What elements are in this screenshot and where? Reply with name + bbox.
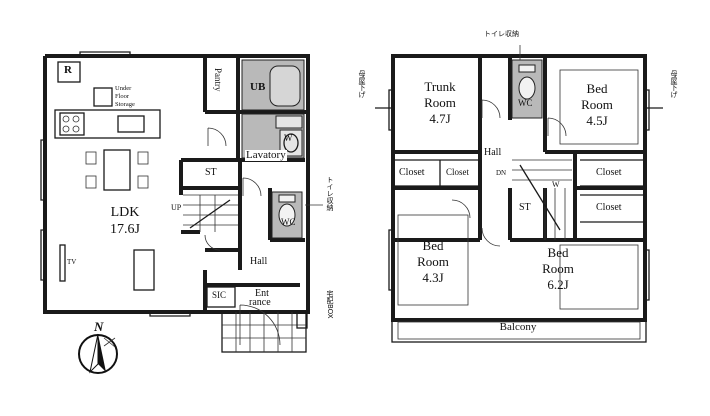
- stair-1f: [183, 194, 238, 232]
- bed-room-ne-label-2: Room: [581, 97, 613, 112]
- toilet-storage-annotation-1f: トイレ収納: [326, 176, 334, 211]
- entrance-label-line1: Ent: [255, 288, 269, 299]
- sofa: [133, 249, 155, 291]
- kitchen-counter: [54, 109, 161, 139]
- sic-label: SIC: [212, 290, 227, 300]
- bed-outline-se: [559, 244, 639, 310]
- balcony-rail: [391, 319, 647, 343]
- bed-room-sw-label-2: Room: [417, 254, 449, 269]
- closet-label-4: Closet: [596, 202, 622, 213]
- dn-mark: DN: [496, 169, 507, 177]
- entrance-label-line2: rance: [249, 297, 271, 308]
- dining-set: [85, 149, 149, 191]
- closet-label-1: Closet: [399, 167, 425, 178]
- trunk-room-label-1: Trunk: [424, 79, 456, 94]
- ldk-size: 17.6J: [110, 222, 140, 237]
- under-floor-storage-label-1: Under: [115, 85, 132, 92]
- trunk-room-size: 4.7J: [429, 111, 451, 126]
- balcony-label: Balcony: [499, 321, 537, 333]
- toilet-storage-annotation-2f: トイレ収納: [484, 30, 519, 38]
- compass-north-label: N: [94, 319, 104, 334]
- eave-annotation-right: 母屋下げ: [670, 70, 678, 98]
- tv-label: TV: [67, 258, 77, 266]
- delivery-box-annotation: 宅配BOX: [326, 290, 334, 319]
- bed-room-sw-label-1: Bed: [422, 238, 444, 253]
- up-mark: UP: [171, 203, 182, 212]
- entrance-porch: [221, 311, 307, 353]
- under-floor-storage-hatch: [93, 87, 113, 107]
- bed-room-ne-size: 4.5J: [586, 113, 608, 128]
- refrigerator: [57, 61, 81, 83]
- second-floor-plan: [375, 45, 663, 343]
- bed-room-sw-size: 4.3J: [422, 270, 444, 285]
- shoe-cabinet: [206, 286, 236, 308]
- under-floor-storage-label-3: Storage: [115, 101, 135, 108]
- unit-bath-label: UB: [250, 81, 266, 93]
- lavatory-label: Lavatory: [245, 149, 287, 161]
- under-floor-storage-label-2: Floor: [115, 93, 130, 100]
- wc-label-1f: WC: [281, 217, 296, 227]
- storage-label-2f: ST: [519, 202, 531, 213]
- tv-board: [59, 244, 66, 282]
- bed-room-se-label-2: Room: [542, 261, 574, 276]
- eave-annotation-left: 母屋下げ: [358, 70, 366, 98]
- pantry-label: Pantry: [213, 68, 223, 92]
- delivery-box: [296, 311, 308, 329]
- stair-2f: [512, 159, 572, 240]
- unit-bath: [241, 59, 305, 111]
- toilet-2f: [511, 59, 543, 119]
- w-mark-1f: W: [284, 133, 293, 143]
- bed-room-ne-label-1: Bed: [586, 81, 608, 96]
- toilet-1f: [271, 191, 303, 239]
- bed-room-se-label-1: Bed: [547, 245, 569, 260]
- wc-label-2f: WC: [518, 98, 533, 108]
- bed-room-se-size: 6.2J: [547, 277, 569, 292]
- bed-outline-sw: [397, 214, 469, 306]
- storage-label-1f: ST: [205, 167, 217, 178]
- compass: [78, 333, 118, 374]
- closet-label-3: Closet: [596, 167, 622, 178]
- hall-label-1f: Hall: [250, 256, 268, 267]
- ldk-label: LDK: [110, 205, 140, 220]
- trunk-room-label-2: Room: [424, 95, 456, 110]
- hall-label-2f: Hall: [484, 147, 502, 158]
- bed-outline-ne: [559, 69, 639, 145]
- w-mark-2f: W: [552, 180, 560, 189]
- closet-label-2: Closet: [446, 167, 470, 177]
- first-floor-plan: [40, 51, 323, 374]
- refrigerator-mark: R: [64, 64, 72, 76]
